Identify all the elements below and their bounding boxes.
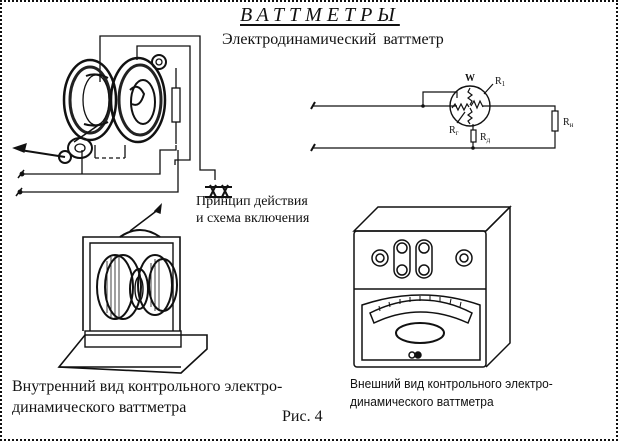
- case-side: [485, 205, 511, 368]
- coil-left-outer: [62, 58, 118, 142]
- circuit-schematic: W R1 Rг Rд Rн: [310, 73, 574, 152]
- figure-label: Рис. 4: [282, 408, 323, 425]
- inner-view-caption-line1: Внутренний вид контрольного электро-: [12, 378, 283, 395]
- pointer-needle: [19, 149, 66, 158]
- resistor-rn: [551, 110, 559, 132]
- mirror-opening: [395, 322, 445, 344]
- wire-bottom-2: [20, 150, 179, 193]
- principle-caption-line2: и схема включения: [196, 211, 310, 226]
- wire-bottom-1: [22, 145, 177, 175]
- outer-view-caption-line2: динамического ваттметра: [350, 394, 494, 409]
- terminal: [455, 249, 473, 267]
- label-r1: R1: [495, 76, 506, 88]
- outer-view-drawing: [352, 205, 512, 368]
- terminal: [371, 249, 389, 267]
- label-rd: Rд: [480, 132, 491, 144]
- label-rg: Rг: [449, 125, 459, 137]
- scale-window: [361, 294, 481, 361]
- inner-view-drawing: [57, 203, 208, 374]
- wire-outer: [99, 35, 216, 180]
- scale-arc: [369, 299, 473, 325]
- meter-symbol: W: [465, 73, 475, 84]
- inner-view-caption: Внутренний вид контрольного электро- дин…: [12, 376, 282, 418]
- wire-inner: [136, 45, 191, 165]
- connector-block: [205, 184, 232, 198]
- case-front: [353, 230, 487, 368]
- inner-view-caption-line2: динамического ваттметра: [12, 399, 187, 416]
- page-subtitle: Электродинамический ваттметр: [222, 31, 444, 48]
- pivot-ring: [151, 54, 167, 70]
- line-bottom: [313, 131, 556, 149]
- label-rn: Rн: [563, 117, 574, 129]
- page-title: ВАТТМЕТРЫ: [240, 4, 400, 26]
- case-top: [352, 206, 512, 232]
- principle-drawing: [12, 35, 232, 198]
- resistor-rd: [470, 129, 477, 143]
- base-plate: [57, 334, 208, 374]
- wattmeter-circle: [449, 85, 491, 127]
- zero-corrector: [408, 351, 416, 359]
- coil-right-outer: [109, 56, 167, 144]
- principle-caption: Принцип действия и схема включения: [196, 193, 309, 227]
- outer-view-caption-line1: Внешний вид контрольного электро-: [350, 376, 553, 391]
- outer-view-caption: Внешний вид контрольного электро- динами…: [350, 375, 553, 411]
- resistor: [171, 87, 181, 123]
- principle-caption-line1: Принцип действия: [196, 194, 308, 209]
